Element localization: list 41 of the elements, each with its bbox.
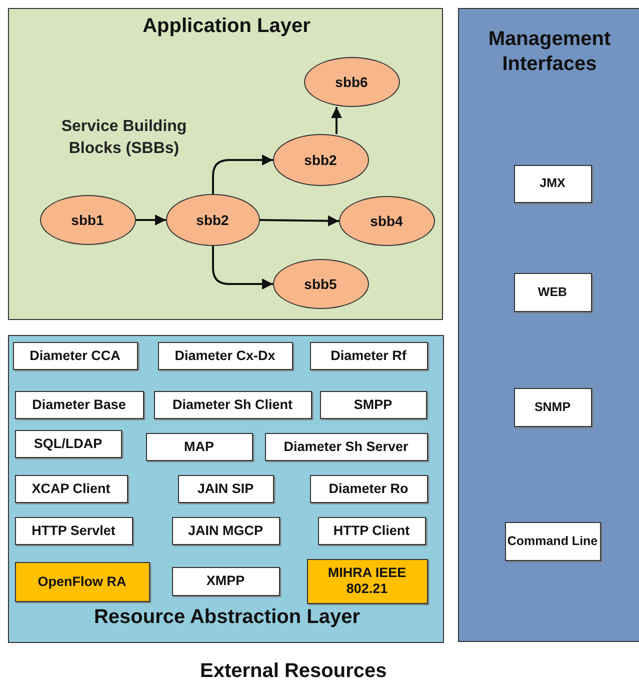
caption-text: External Resources	[200, 660, 387, 683]
interface-box: WEB	[514, 272, 592, 312]
sbb-ellipse: sbb2	[272, 134, 368, 186]
arrow	[212, 154, 273, 194]
adaptor-box: HTTP Servlet	[14, 516, 132, 544]
adaptor-box: XCAP Client	[14, 474, 128, 502]
adaptor-box: Diameter Rf	[310, 342, 428, 370]
sbb-ellipse: sbb5	[272, 258, 368, 308]
adaptor-box: Diameter Base	[14, 390, 144, 418]
arrow	[331, 107, 342, 134]
adaptor-box: SQL/LDAP	[14, 430, 122, 458]
panel-heading: Resource Abstraction Layer	[92, 606, 361, 629]
panel-heading: Management Interfaces	[487, 27, 612, 77]
arrow	[212, 246, 273, 290]
group-label: Service Building Blocks (SBBs)	[60, 117, 188, 160]
layer-panel	[8, 8, 443, 320]
sbb-ellipse: sbb2	[166, 194, 260, 246]
interface-box: SNMP	[514, 388, 592, 426]
adaptor-box: Diameter Sh Client	[154, 390, 312, 418]
sbb-ellipse: sbb1	[40, 194, 136, 244]
adaptor-box: MAP	[146, 432, 252, 460]
layer-panel	[8, 335, 444, 643]
arrow	[136, 214, 166, 226]
adaptor-box: JAIN MGCP	[172, 516, 280, 544]
adaptor-box: HTTP Client	[318, 516, 426, 544]
interface-box: JMX	[514, 164, 592, 202]
layer-panel	[458, 8, 639, 642]
adaptor-box: JAIN SIP	[178, 474, 274, 502]
adaptor-box: XMPP	[172, 566, 280, 596]
arrow	[260, 215, 340, 226]
sbb-ellipse: sbb4	[338, 196, 434, 246]
adaptor-box: Diameter Sh Server	[264, 432, 428, 460]
adaptor-box: Diameter Ro	[310, 474, 428, 502]
adaptor-box: SMPP	[320, 390, 426, 418]
adaptor-box: Diameter Cx-Dx	[158, 342, 292, 370]
adaptor-box: OpenFlow RA	[14, 562, 150, 602]
panel-heading: Application Layer	[142, 15, 312, 38]
sbb-ellipse: sbb6	[304, 56, 400, 106]
interface-box: Command Line	[504, 522, 600, 560]
adaptor-box: MIHRA IEEE 802.21	[306, 558, 428, 604]
adaptor-box: Diameter CCA	[12, 342, 138, 370]
